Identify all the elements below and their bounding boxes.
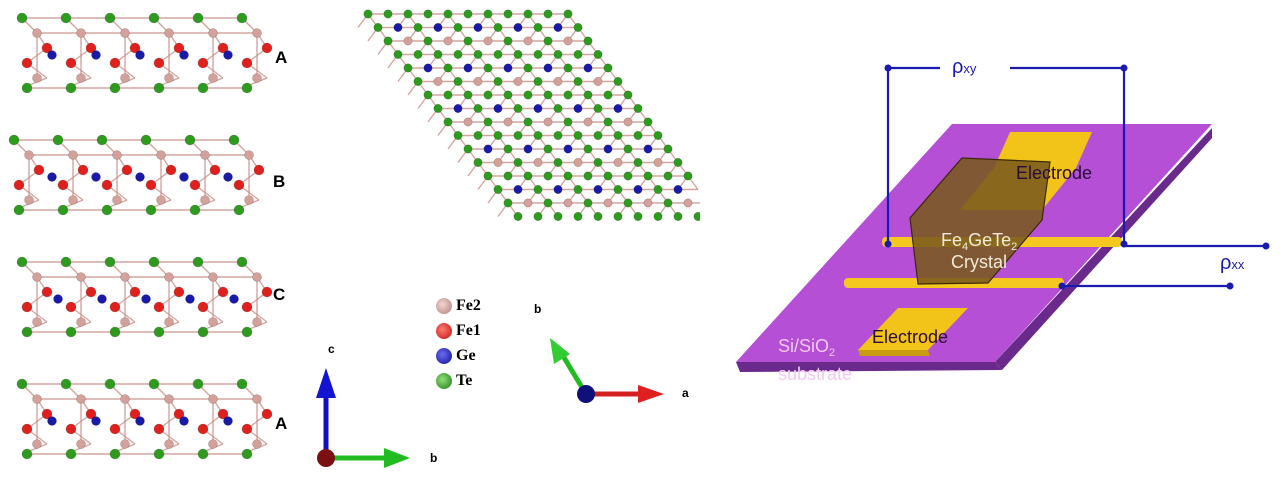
axis-label-a: a	[682, 386, 689, 400]
axis-triad-cb	[310, 340, 440, 484]
axis-label-b: b	[430, 451, 437, 465]
electrode-bottom-label: Electrode	[872, 327, 948, 348]
stack-label-a-bottom: A	[275, 414, 287, 434]
axis-triad-ab	[530, 296, 700, 406]
legend-label-fe2: Fe2	[456, 297, 481, 315]
top-view-lattice-panel	[330, 0, 700, 270]
crystal-formula-label: Fe4GeTe2	[941, 230, 1017, 253]
ge-atom-icon	[436, 348, 452, 364]
legend-label-ge: Ge	[456, 347, 476, 365]
fe2-atom-icon	[436, 298, 452, 314]
element-legend: Fe2 Fe1 Ge Te	[436, 294, 526, 414]
axis-label-c: c	[328, 342, 335, 356]
legend-label-fe1: Fe1	[456, 322, 481, 340]
crystal-name-label: Crystal	[951, 252, 1007, 273]
side-view-layers	[0, 0, 310, 484]
side-view-layers-panel: A B C A	[0, 0, 310, 484]
fe1-atom-icon	[436, 323, 452, 339]
electrode-top-label: Electrode	[1016, 163, 1092, 184]
stack-label-a-top: A	[275, 48, 287, 68]
legend-item-te: Te	[436, 369, 472, 393]
substrate-side	[736, 362, 1002, 372]
top-view-lattice	[330, 0, 700, 270]
substrate-label: Si/SiO2 substrate	[778, 336, 852, 385]
side-view-axes: c b	[310, 340, 440, 484]
axis-label-b-top: b	[534, 302, 541, 316]
device-schematic-panel: ρxy ρxx Electrode Electrode Fe4GeTe2 Cry…	[720, 40, 1280, 420]
legend-item-fe2: Fe2	[436, 294, 481, 318]
rho-xx-label: ρxx	[1220, 252, 1244, 275]
rho-xy-label: ρxy	[952, 56, 976, 79]
stack-label-c: C	[273, 285, 285, 305]
legend-item-fe1: Fe1	[436, 319, 481, 343]
te-atom-icon	[436, 373, 452, 389]
legend-label-te: Te	[456, 372, 472, 390]
stack-label-b: B	[273, 172, 285, 192]
legend-item-ge: Ge	[436, 344, 476, 368]
top-view-axes: b a	[530, 296, 700, 406]
